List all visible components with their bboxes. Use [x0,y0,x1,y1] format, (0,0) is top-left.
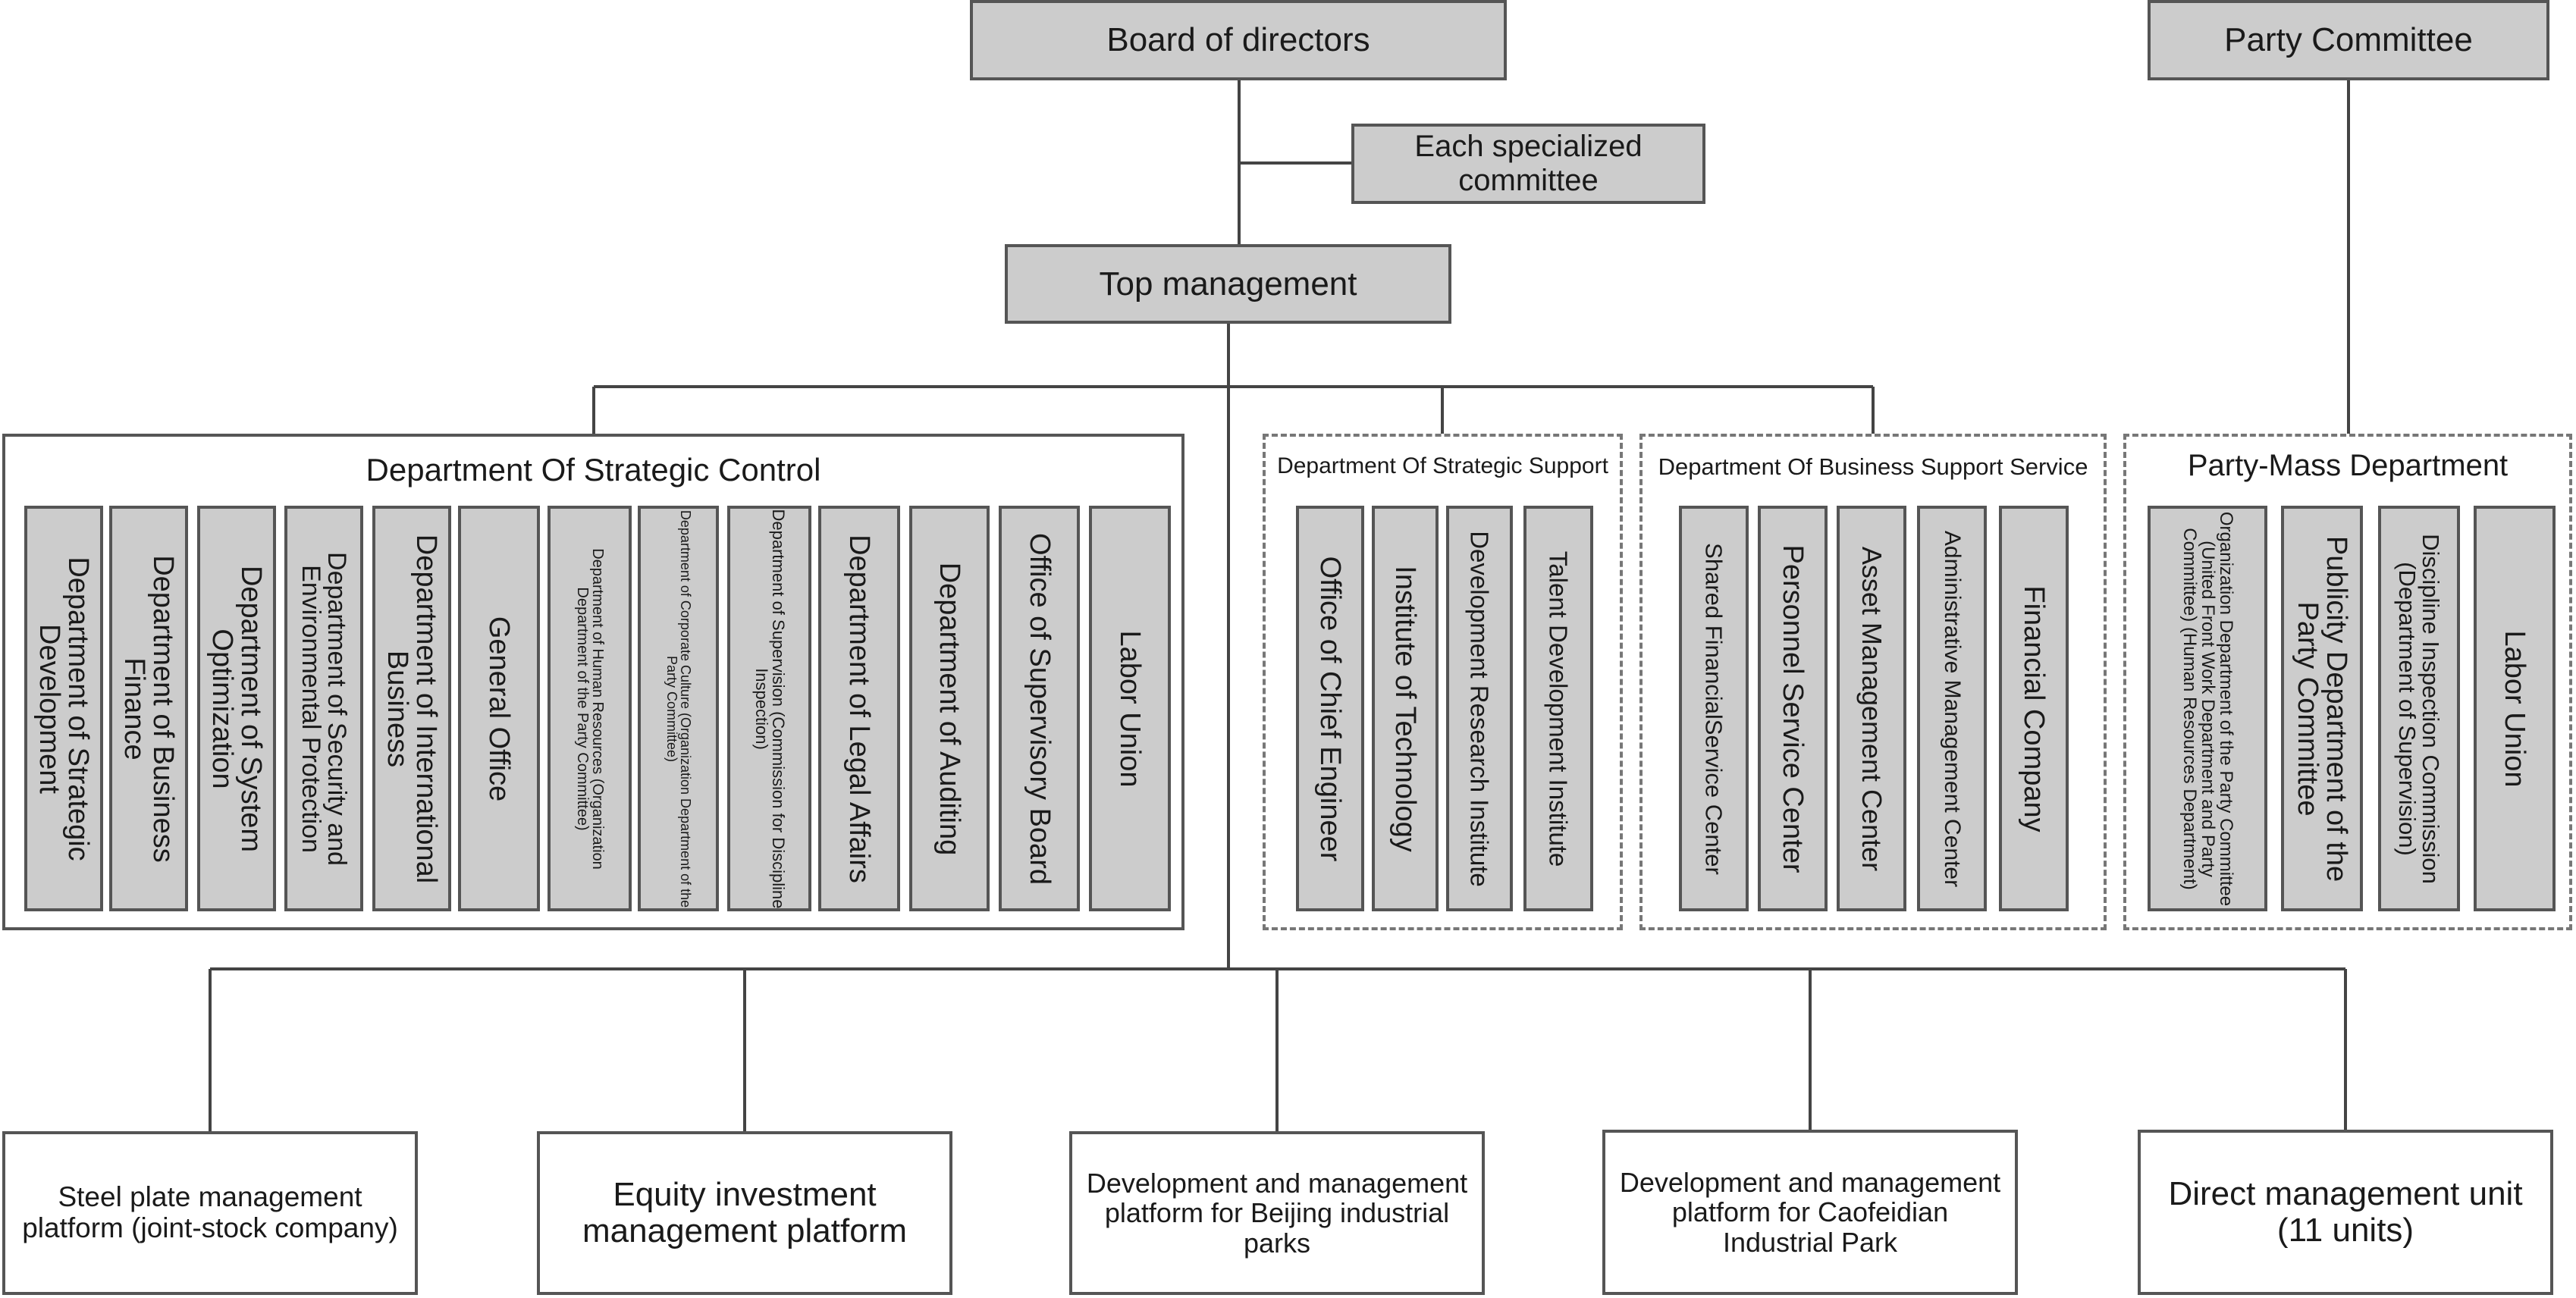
dept-supervision: Department of Supervision (Commission fo… [727,506,811,911]
business-support-title: Department Of Business Support Service [1658,453,2088,480]
dept-corporate-culture: Department of Corporate Culture (Organiz… [638,506,719,911]
institute-technology: Institute of Technology [1372,506,1439,911]
strategic-support-group: Department Of Strategic Support Office o… [1263,434,1623,930]
organization-department: Organization Department of the Party Com… [2148,506,2267,911]
party-mass-title: Party-Mass Department [2187,449,2509,482]
dept-system-optimization: Department of System Optimization [197,506,276,911]
labor-union-strategic: Labor Union [1089,506,1171,911]
dept-human-resources: Department of Human Resources (Organizat… [548,506,632,911]
party-committee-box: Party Committee [2148,0,2549,80]
discipline-inspection-commission: Discipline Inspection Commission (Depart… [2378,506,2460,911]
strategic-control-group: Department Of Strategic Control Departme… [2,434,1184,930]
business-support-group: Department Of Business Support Service S… [1639,434,2107,930]
office-supervisory-board: Office of Supervisory Board [999,506,1080,911]
direct-management-unit: Direct management unit (11 units) [2138,1130,2553,1295]
strategic-control-title: Department Of Strategic Control [366,452,821,488]
dept-business-finance: Department of Business Finance [109,506,188,911]
specialized-committee-box: Each specialized committee [1351,124,1705,204]
publicity-department: Publicity Department of the Party Commit… [2281,506,2363,911]
labor-union-party: Labor Union [2474,506,2556,911]
asset-management-center: Asset Management Center [1837,506,1906,911]
shared-financial-service-center: Shared FinancialService Center [1679,506,1749,911]
platform-beijing-parks: Development and management platform for … [1069,1131,1485,1295]
platform-steel-plate: Steel plate management platform (joint-s… [2,1131,418,1295]
financial-company: Financial Company [1999,506,2069,911]
strategic-support-title: Department Of Strategic Support [1277,453,1608,478]
personnel-service-center: Personnel Service Center [1758,506,1828,911]
general-office: General Office [458,506,540,911]
dept-strategic-development: Department of Strategic Development [24,506,103,911]
dept-legal-affairs: Department of Legal Affairs [818,506,900,911]
platform-equity-investment: Equity investment management platform [537,1131,952,1295]
platform-caofeidian-park: Development and management platform for … [1602,1130,2018,1295]
board-of-directors-box: Board of directors [970,0,1507,80]
party-mass-group: Party-Mass Department Organization Depar… [2123,434,2572,930]
top-management-box: Top management [1005,244,1451,324]
development-research-institute: Development Research Institute [1446,506,1513,911]
dept-international-business: Department of International Business [372,506,451,911]
dept-auditing: Department of Auditing [909,506,990,911]
talent-development-institute: Talent Development Institute [1523,506,1593,911]
office-chief-engineer: Office of Chief Engineer [1296,506,1364,911]
dept-security-environmental: Department of Security and Environmental… [284,506,363,911]
administrative-management-center: Administrative Management Center [1917,506,1987,911]
